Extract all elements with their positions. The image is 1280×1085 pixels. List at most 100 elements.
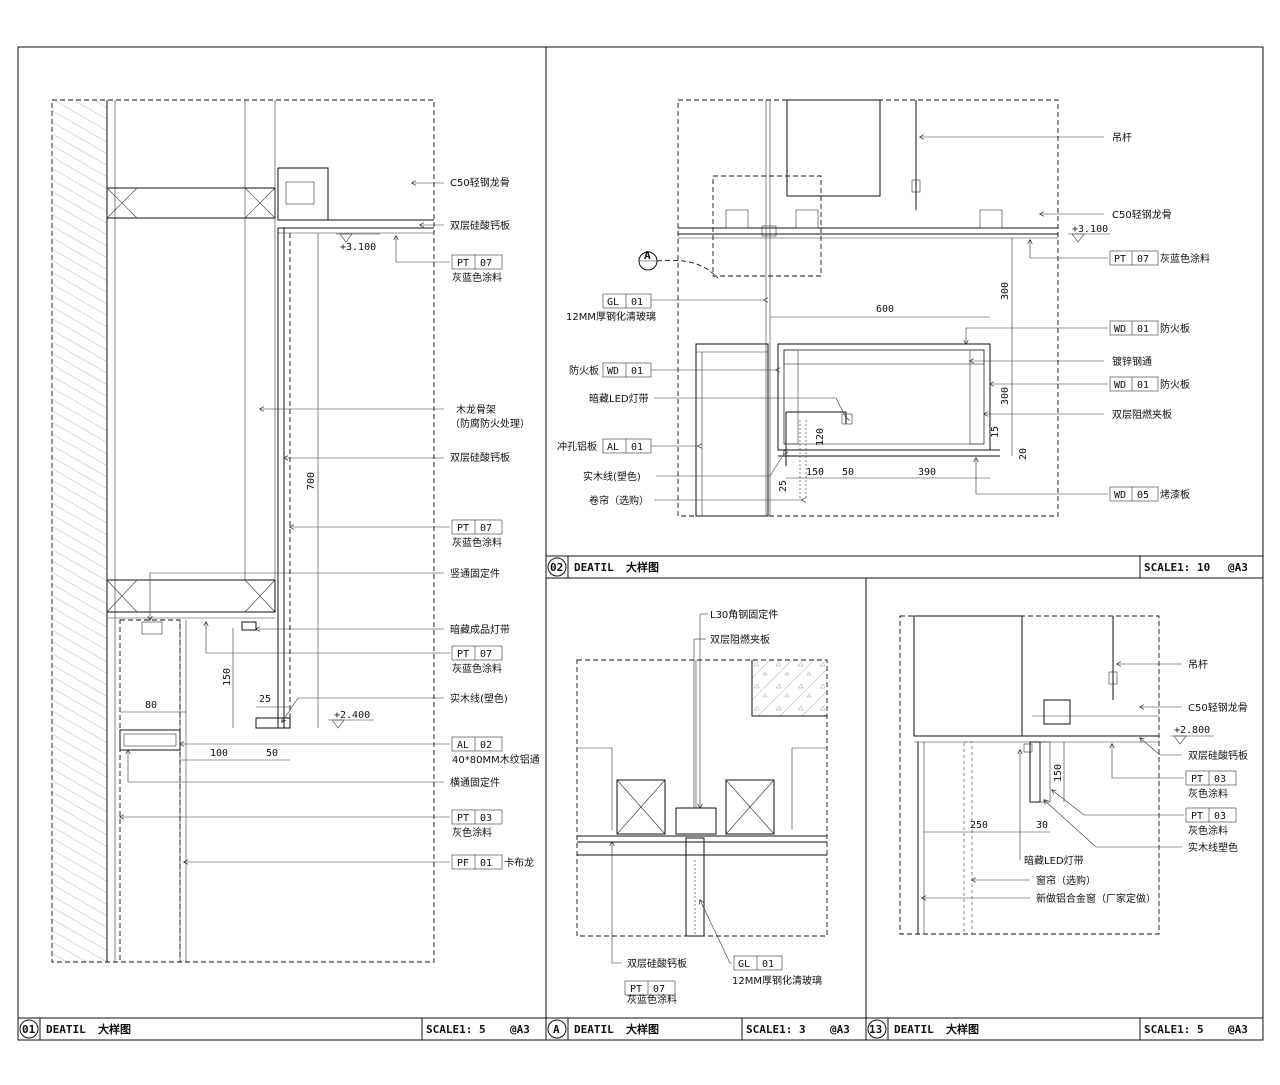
svg-text:07: 07	[480, 649, 492, 660]
svg-text:横通固定件: 横通固定件	[450, 776, 500, 789]
callout-fireproof-plywood: 双层阻燃夹板	[984, 408, 1172, 421]
svg-text:02: 02	[480, 740, 492, 751]
panel-a: L30角钢固定件 双层阻燃夹板 双层硅酸钙板 PT 07 灰蓝色涂料 GL 01…	[546, 608, 866, 1040]
callout-plywood-a: 双层阻燃夹板	[693, 633, 770, 808]
svg-text:烤漆板: 烤漆板	[1160, 488, 1190, 501]
svg-text:双层硅酸钙板: 双层硅酸钙板	[1188, 749, 1248, 762]
svg-text:WD: WD	[1114, 324, 1126, 335]
svg-text:01: 01	[1137, 324, 1149, 335]
svg-text:40*80MM木纹铝通: 40*80MM木纹铝通	[452, 753, 540, 766]
svg-text:灰色涂料: 灰色涂料	[1188, 787, 1228, 800]
callout-gl01-02: GL 01 12MM厚钢化清玻璃	[566, 293, 764, 323]
svg-text:灰色涂料: 灰色涂料	[452, 826, 492, 839]
svg-text:PT: PT	[1191, 811, 1203, 822]
svg-text:灰色涂料: 灰色涂料	[1188, 824, 1228, 837]
svg-text:C50轻钢龙骨: C50轻钢龙骨	[1112, 208, 1172, 221]
callout-wd01-a: WD 01 防火板	[966, 320, 1190, 344]
svg-text:03: 03	[1214, 811, 1226, 822]
dim-25-02: 25	[778, 480, 789, 492]
callout-led-strip: 暗藏成品灯带	[256, 623, 510, 636]
dim-50: 50	[266, 748, 278, 759]
level-bottom: +2.400	[334, 710, 370, 721]
callout-wood-line-02: 实木线(塑色)	[583, 454, 784, 483]
svg-text:暗藏成品灯带: 暗藏成品灯带	[450, 623, 510, 636]
callout-calcium-a: 双层硅酸钙板	[612, 842, 687, 970]
svg-text:冲孔铝板: 冲孔铝板	[557, 440, 597, 453]
svg-text:L30角钢固定件: L30角钢固定件	[710, 608, 778, 621]
svg-text:05: 05	[1137, 490, 1149, 501]
svg-text:双层硅酸钙板: 双层硅酸钙板	[627, 957, 687, 970]
svg-text:木龙骨架: 木龙骨架	[456, 403, 496, 416]
svg-text:PT: PT	[1191, 774, 1203, 785]
dim-390: 390	[918, 467, 936, 478]
svg-text:防火板: 防火板	[569, 364, 599, 377]
title-bar-01: 01 DEATIL 大样图 SCALE1: 5 @A3	[18, 1017, 546, 1040]
svg-text:双层硅酸钙板: 双层硅酸钙板	[450, 451, 510, 464]
callout-pt03-13b: PT 03 灰色涂料	[1052, 790, 1237, 837]
svg-text:卡布龙: 卡布龙	[504, 856, 534, 869]
svg-text:DEATIL: DEATIL	[894, 1023, 934, 1036]
dim-150-02: 150	[806, 467, 824, 478]
callout-pt07-a-panel: PT 07 灰蓝色涂料	[624, 980, 677, 1006]
callout-pf01: PF 01 卡布龙	[184, 854, 534, 870]
title-bar-13: 13 DEATIL 大样图 SCALE1: 5 @A3	[866, 1017, 1263, 1040]
svg-text:大样图: 大样图	[626, 1022, 659, 1036]
svg-text:大样图: 大样图	[946, 1022, 979, 1036]
dim-30: 30	[1036, 820, 1048, 831]
callout-horizontal-fixing: 横通固定件	[128, 750, 500, 789]
callout-angle-steel: L30角钢固定件	[700, 608, 778, 808]
svg-text:GL: GL	[738, 959, 750, 970]
callout-c50-02: C50轻钢龙骨	[1040, 208, 1172, 221]
callout-calcium-board-2: 双层硅酸钙板	[284, 451, 510, 464]
svg-text:SCALE1: 10: SCALE1: 10	[1144, 561, 1210, 574]
svg-text:A: A	[553, 1023, 560, 1036]
callout-al01: 冲孔铝板 AL 01	[557, 438, 698, 454]
callout-wd01-b: WD 01 防火板	[990, 376, 1190, 392]
svg-text:07: 07	[653, 984, 665, 995]
callout-wood-frame: 木龙骨架 （防腐防火处理）	[260, 403, 530, 430]
svg-text:暗藏LED灯带: 暗藏LED灯带	[589, 392, 649, 405]
svg-text:12MM厚钢化清玻璃: 12MM厚钢化清玻璃	[566, 310, 656, 323]
svg-text:大样图: 大样图	[98, 1022, 131, 1036]
svg-text:（防腐防火处理）: （防腐防火处理）	[450, 417, 530, 430]
panel-02: A +3.100 600 300 300 120 15 20 150 50 39…	[546, 99, 1263, 578]
callout-window-13: 新做铝合金窗（厂家定做）	[922, 892, 1156, 905]
svg-text:@A3: @A3	[1228, 1023, 1248, 1036]
dim-120: 120	[815, 428, 826, 446]
panel-13: +2.800 250 30 150 吊杆 C50轻钢龙骨 双层硅酸钙板 PT 0…	[866, 615, 1263, 1040]
callout-hanger-13: 吊杆	[1117, 659, 1208, 671]
callout-pt07-b: PT 07 灰蓝色涂料	[290, 519, 503, 549]
svg-text:DEATIL: DEATIL	[46, 1023, 86, 1036]
svg-text:灰蓝色涂料: 灰蓝色涂料	[1160, 252, 1210, 265]
svg-text:07: 07	[480, 258, 492, 269]
callout-calcium-board: 双层硅酸钙板	[420, 219, 510, 232]
level-top: +3.100	[340, 242, 376, 253]
svg-text:01: 01	[480, 858, 492, 869]
callout-c50-13: C50轻钢龙骨	[1140, 701, 1248, 714]
svg-text:PF: PF	[457, 858, 469, 869]
svg-text:PT: PT	[457, 258, 469, 269]
callout-led-13: 暗藏LED灯带	[1020, 750, 1084, 867]
svg-text:01: 01	[631, 442, 643, 453]
dim-300-a: 300	[1000, 282, 1011, 300]
svg-text:窗帘（选购）: 窗帘（选购）	[1036, 874, 1096, 887]
callout-wd01-left: 防火板 WD 01	[569, 362, 776, 378]
svg-text:@A3: @A3	[1228, 561, 1248, 574]
svg-text:C50轻钢龙骨: C50轻钢龙骨	[1188, 701, 1248, 714]
callout-led-02: 暗藏LED灯带	[589, 392, 846, 418]
svg-text:07: 07	[480, 523, 492, 534]
svg-text:SCALE1: 3: SCALE1: 3	[746, 1023, 806, 1036]
svg-text:灰蓝色涂料: 灰蓝色涂料	[452, 271, 502, 284]
callout-roller-blind: 卷帘（选购）	[589, 494, 802, 507]
dim-150-13: 150	[1053, 764, 1064, 782]
svg-text:防火板: 防火板	[1160, 378, 1190, 391]
dim-150: 150	[222, 668, 233, 686]
svg-text:竖通固定件: 竖通固定件	[450, 567, 500, 580]
svg-text:双层阻燃夹板: 双层阻燃夹板	[710, 633, 770, 646]
svg-text:灰蓝色涂料: 灰蓝色涂料	[452, 536, 502, 549]
svg-text:@A3: @A3	[510, 1023, 530, 1036]
title-bar-a: A DEATIL 大样图 SCALE1: 3 @A3	[546, 1017, 866, 1040]
sheet-border	[17, 46, 1264, 1041]
dim-600: 600	[876, 304, 894, 315]
